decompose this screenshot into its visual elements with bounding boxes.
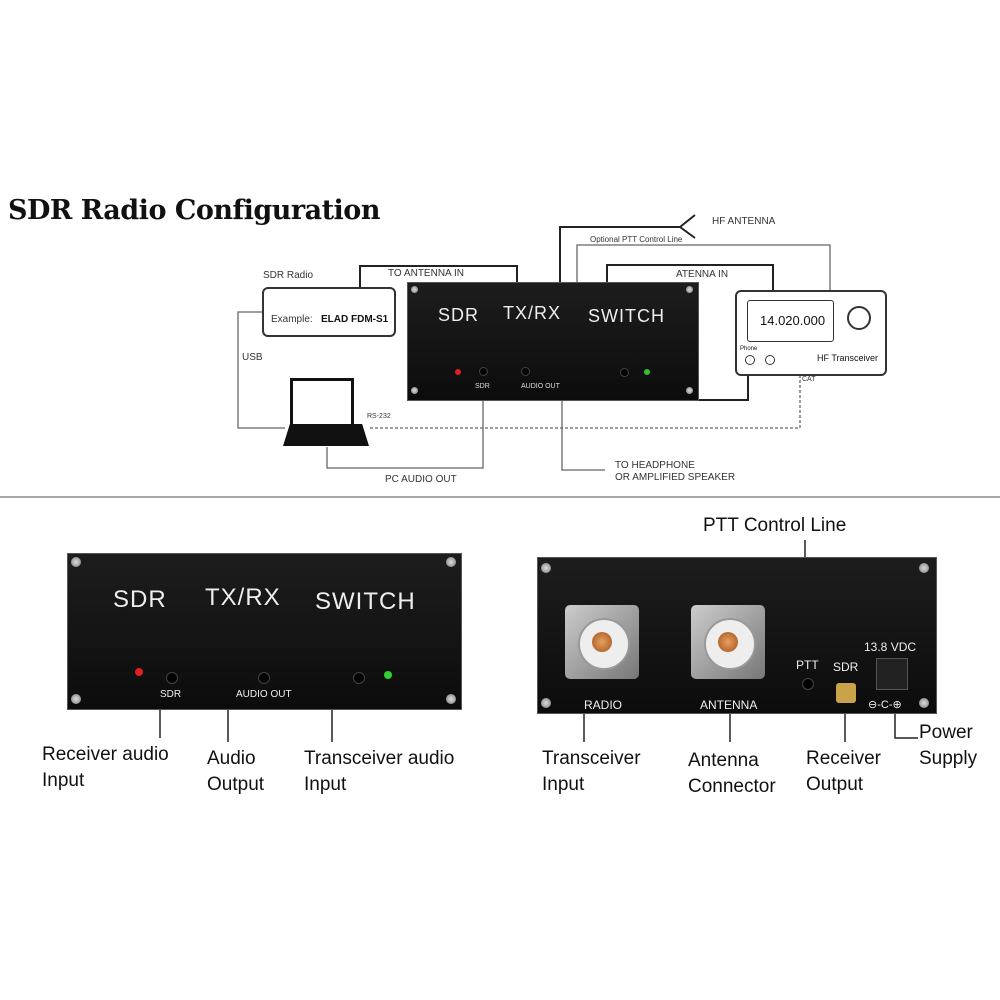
tuning-knob-icon — [847, 306, 871, 330]
radio-so239-connector[interactable] — [565, 605, 639, 679]
diagram-txrx-text: TX/RX — [503, 303, 562, 323]
green-led-icon — [644, 369, 650, 375]
wire-to-antenna-in — [359, 265, 518, 288]
page-title: SDR Radio Configuration — [8, 195, 380, 226]
wire-rs232 — [370, 372, 801, 429]
wire-pc-audio — [326, 400, 484, 469]
back-sdr-label: SDR — [833, 660, 859, 674]
example-prefix: Example: — [271, 314, 313, 325]
ptt-label: PTT — [796, 658, 819, 672]
laptop-base-icon — [283, 424, 369, 446]
cat-label: CAT — [802, 376, 816, 383]
diagram-switch-front: SDR TX/RX SWITCH SDR AUDIO OUT — [407, 282, 699, 401]
label-line: Supply — [919, 748, 978, 769]
label-line: Connector — [688, 776, 776, 797]
optional-ptt-label: Optional PTT Control Line — [590, 235, 683, 244]
pc-audio-out-label: PC AUDIO OUT — [385, 474, 457, 485]
label-line: Input — [304, 774, 347, 795]
frequency-readout: 14.020.000 — [760, 313, 826, 328]
front-sdr-text: SDR — [113, 586, 167, 613]
front-switch-text: SWITCH — [315, 588, 416, 615]
label-line: Antenna — [688, 750, 759, 771]
audio-out-jack[interactable] — [258, 672, 270, 684]
hf-antenna-label: HF ANTENNA — [712, 216, 776, 227]
jack-icon — [765, 355, 775, 365]
wire-ptt — [576, 244, 831, 290]
dc-power-jack[interactable] — [876, 658, 908, 690]
back-panel-photo: RADIO ANTENNA PTT SDR 13.8 VDC ⊖-C-⊕ — [537, 557, 937, 714]
transceiver-display: 14.020.000 — [747, 300, 834, 342]
radio-label: RADIO — [584, 698, 623, 712]
antenna-label: ANTENNA — [700, 698, 758, 712]
vdc-label: 13.8 VDC — [864, 640, 917, 654]
sdr-radio-box: Example: ELAD FDM-S1 — [262, 287, 396, 337]
wire-antenna-in — [606, 264, 774, 290]
antenna-so239-connector[interactable] — [691, 605, 765, 679]
headphone-line-2: OR AMPLIFIED SPEAKER — [615, 472, 736, 483]
label-line: Receiver — [806, 748, 881, 769]
diagram-switch-text: SWITCH — [588, 306, 665, 326]
diagram-sdr-text: SDR — [438, 305, 480, 325]
red-led-icon — [135, 668, 143, 676]
wire-usb — [237, 311, 285, 429]
front-sdr-port-label: SDR — [160, 689, 182, 700]
hf-transceiver-label: HF Transceiver — [817, 353, 879, 363]
phone-jack-icon — [745, 355, 755, 365]
wire-headphone — [561, 400, 605, 471]
wire-hf-antenna — [559, 226, 680, 283]
sdr-radio-label: SDR Radio — [263, 270, 314, 281]
sma-connector[interactable] — [836, 683, 856, 703]
phone-label: Phone — [740, 346, 758, 352]
green-led-icon — [384, 671, 392, 679]
label-line: Transceiver — [542, 748, 641, 769]
red-led-icon — [455, 369, 461, 375]
label-line: Audio — [207, 748, 256, 769]
headphone-line-1: TO HEADPHONE — [615, 460, 695, 471]
ptt-jack[interactable] — [802, 678, 814, 690]
diagram-audio-out-label: AUDIO OUT — [521, 383, 560, 390]
rs232-label: RS-232 — [367, 413, 391, 420]
hf-transceiver-box: 14.020.000 Phone HF Transceiver — [735, 290, 887, 376]
atenna-in-label: ATENNA IN — [676, 269, 729, 280]
example-model: ELAD FDM-S1 — [321, 314, 389, 325]
label-line: Output — [806, 774, 864, 795]
label-line: Transceiver audio — [304, 748, 455, 769]
polarity-label: ⊖-C-⊕ — [868, 699, 902, 711]
label-line: Output — [207, 774, 265, 795]
transceiver-audio-jack[interactable] — [353, 672, 365, 684]
hf-antenna-icon — [679, 214, 696, 239]
to-antenna-in-label: TO ANTENNA IN — [388, 268, 464, 279]
label-line: Input — [42, 770, 85, 791]
ptt-control-line-label: PTT Control Line — [703, 515, 847, 536]
laptop-icon — [290, 378, 354, 427]
label-line: Power — [919, 722, 973, 743]
front-txrx-text: TX/RX — [205, 584, 281, 611]
label-line: Receiver audio — [42, 744, 169, 765]
label-line: Input — [542, 774, 585, 795]
front-audio-out-label: AUDIO OUT — [236, 689, 292, 700]
diagram-sdr-port-label: SDR — [475, 383, 490, 390]
sdr-jack[interactable] — [166, 672, 178, 684]
front-panel-photo: SDR TX/RX SWITCH SDR AUDIO OUT — [67, 553, 462, 710]
usb-label: USB — [242, 352, 263, 363]
